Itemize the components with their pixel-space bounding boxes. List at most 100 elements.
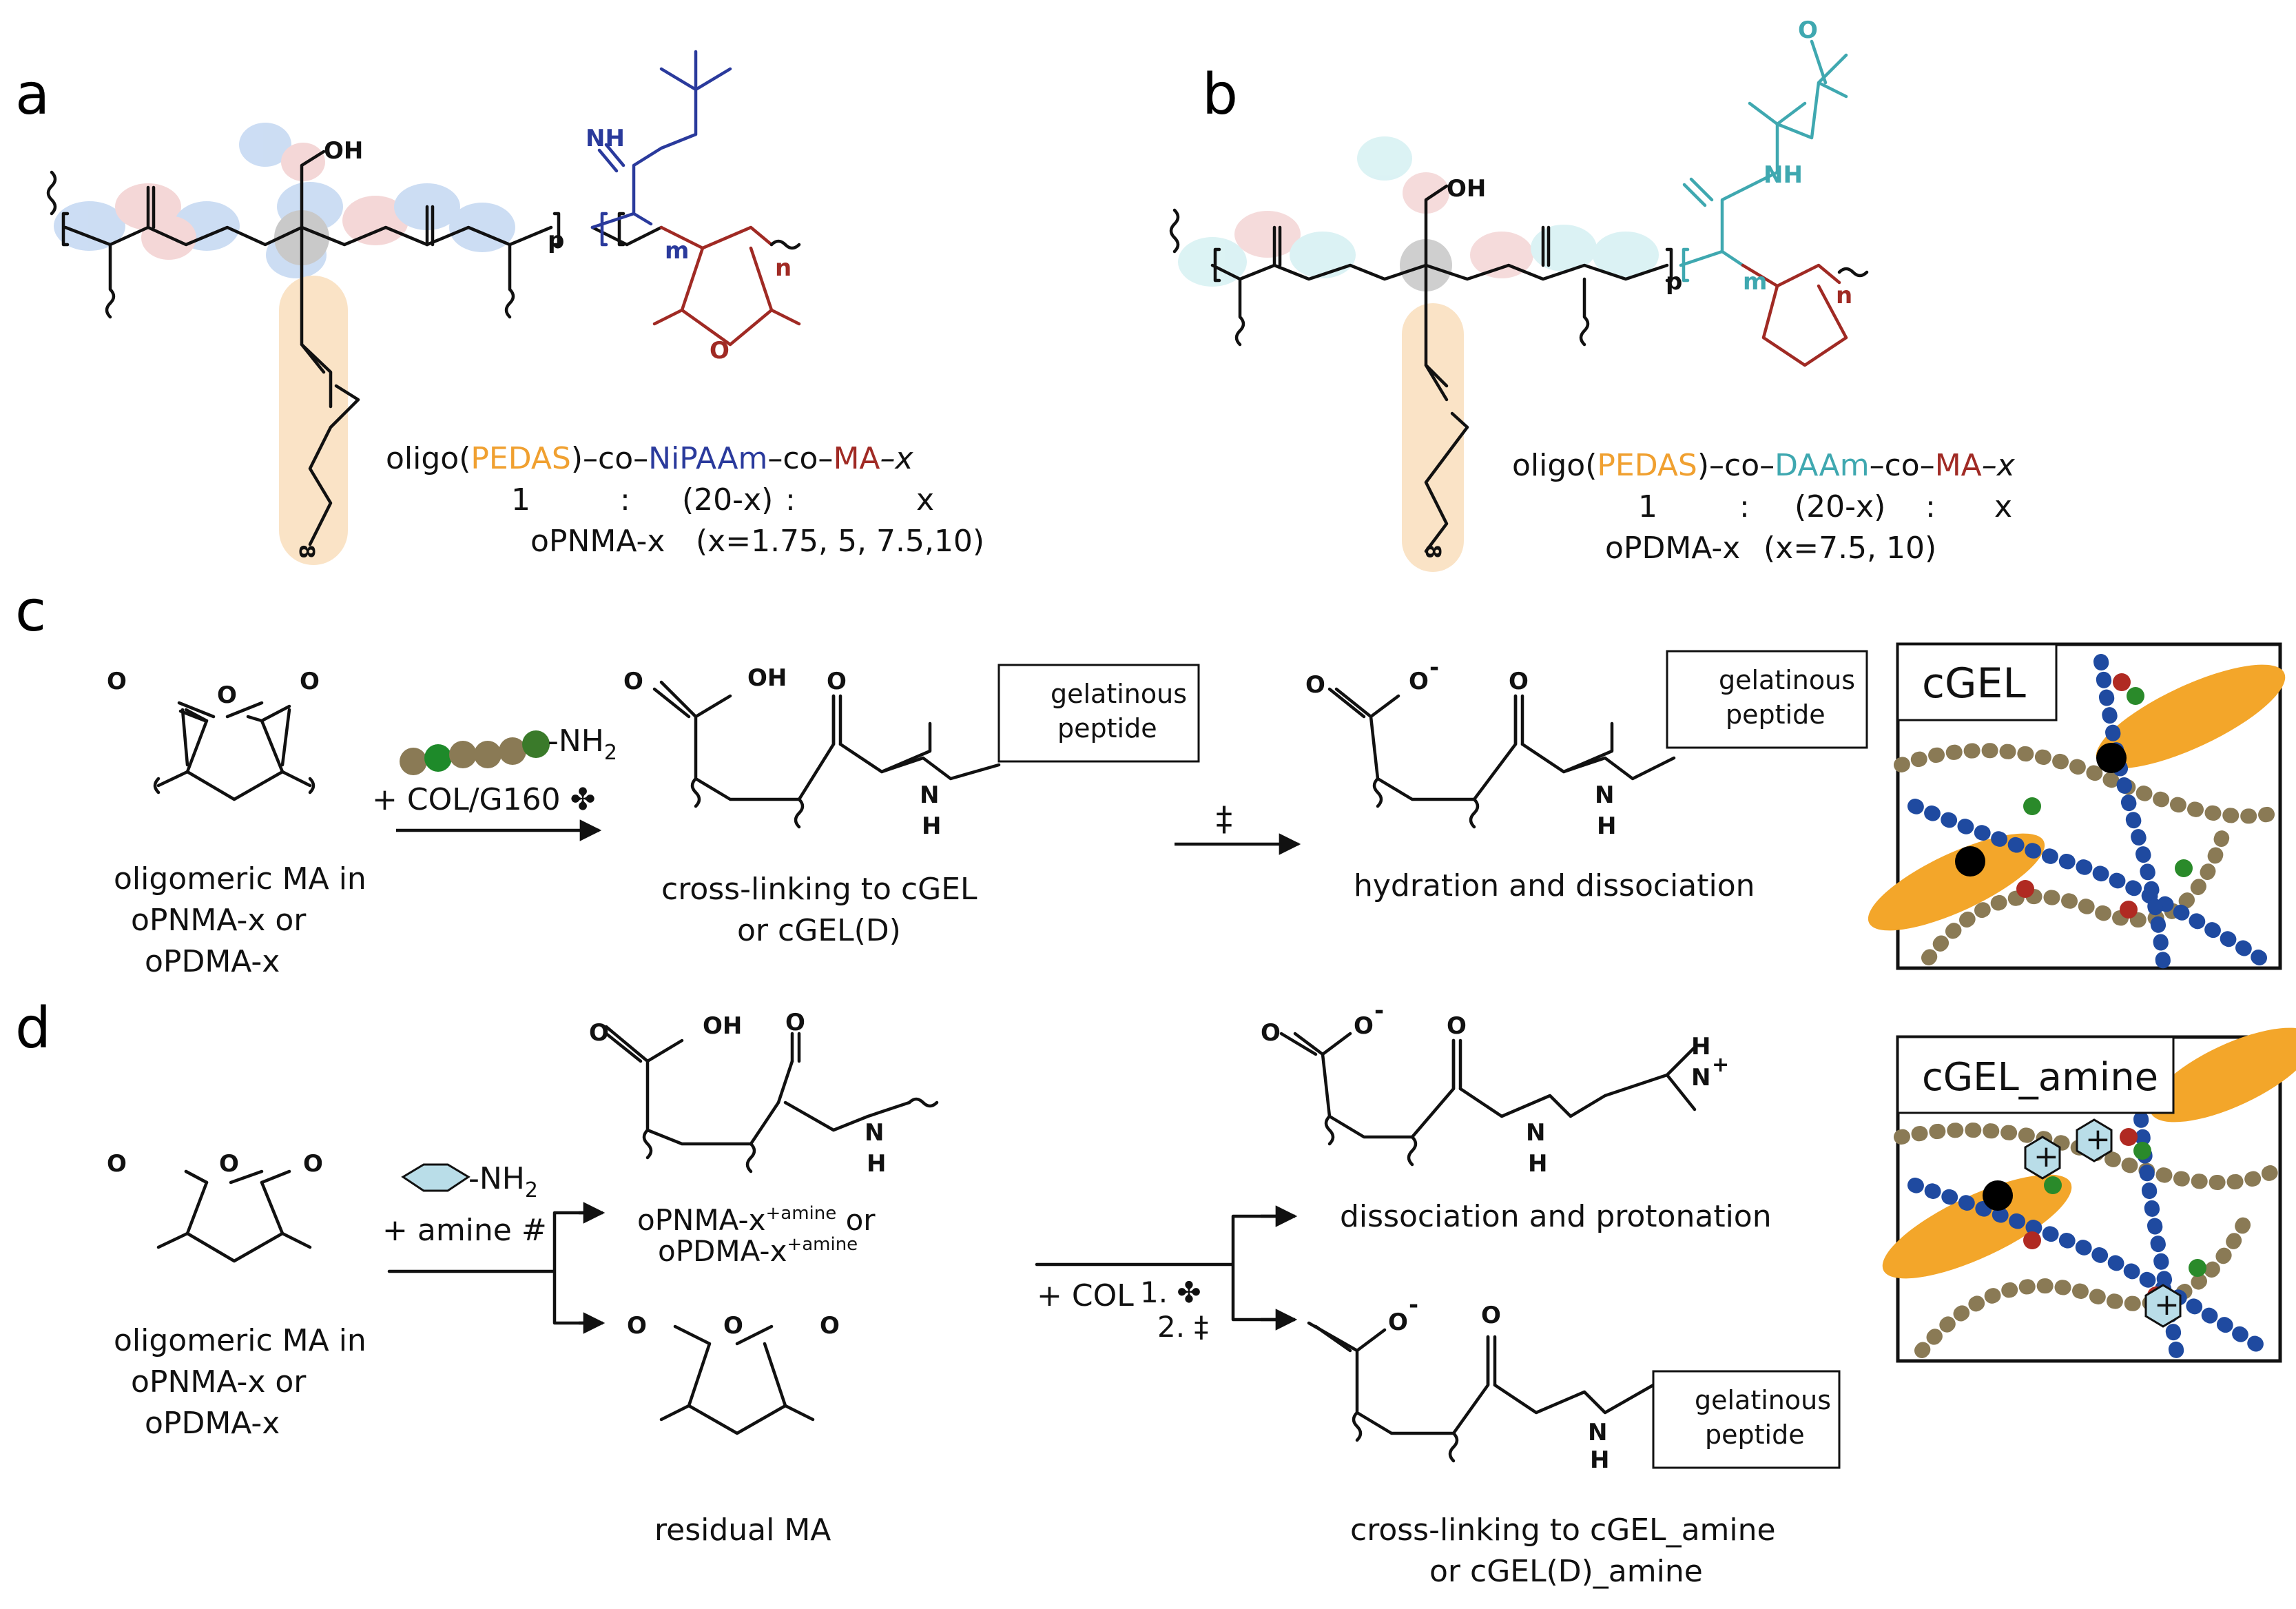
svg-text:x: x (1994, 489, 2012, 524)
svg-text::: : (620, 482, 630, 517)
index-m-b: m (1743, 268, 1767, 296)
values-opnma: (x=1.75, 5, 7.5,10) (696, 524, 984, 559)
atom-nh-b: NH (1764, 161, 1803, 189)
panel-a-blobs (54, 123, 515, 278)
residual-ma-caption: residual MA (654, 1513, 831, 1548)
svg-text:H: H (1597, 812, 1616, 840)
svg-text:O: O (303, 1150, 323, 1178)
index-m: m (665, 237, 689, 265)
panel-label-a: a (15, 62, 50, 127)
pedas-side-chain-highlight (279, 276, 348, 565)
formula-b: oligo(PEDAS)–co–DAAm–co–MA–x (1512, 448, 2016, 483)
product-crosslinked-d: O - O N H (1307, 1291, 1655, 1474)
protonation-caption: dissociation and protonation (1340, 1199, 1772, 1234)
svg-text:+: + (2034, 1139, 2059, 1174)
svg-text:H: H (1590, 1446, 1609, 1474)
panel-label-c: c (15, 579, 46, 644)
svg-text::: : (785, 482, 796, 517)
svg-text:O: O (107, 1150, 127, 1178)
upper-caption2-d: oPDMA-x+amine (658, 1234, 858, 1268)
svg-text:-: - (1409, 1291, 1418, 1319)
arrow-c2-label: ‡ (1216, 800, 1232, 839)
ma-ring-d: O O O (107, 1150, 323, 1263)
index-p: p (548, 227, 564, 254)
index-p-b: p (1666, 268, 1682, 296)
svg-text:gelatinous: gelatinous (1051, 679, 1187, 709)
svg-text:H: H (867, 1150, 886, 1178)
svg-text:O: O (1354, 1012, 1374, 1040)
svg-text:O: O (1509, 668, 1529, 695)
svg-text:O: O (1409, 668, 1429, 695)
svg-text:O: O (623, 668, 643, 695)
svg-text:H: H (1528, 1150, 1547, 1178)
ratio-b: 1 : (20-x) : x (1638, 489, 2012, 524)
svg-text:O: O (589, 1019, 609, 1047)
index-8-b: 8 (1420, 544, 1445, 559)
cgel-amine-cartoon: + + + cGEL_amine (1882, 1027, 2296, 1363)
svg-text:-: - (1429, 654, 1439, 681)
svg-text:N: N (1526, 1119, 1545, 1147)
gelatinous-peptide-box-c2 (1666, 650, 1868, 749)
svg-text:H: H (922, 812, 941, 840)
svg-text:or cGEL(D): or cGEL(D) (737, 913, 901, 948)
svg-text:OH: OH (703, 1012, 742, 1040)
atom-o-ring: O (710, 337, 730, 365)
product1-caption-c: cross-linking to cGEL (661, 872, 978, 907)
svg-text:gelatinous: gelatinous (1695, 1385, 1831, 1415)
svg-text:(20-x): (20-x) (1795, 489, 1885, 524)
svg-text:N: N (1588, 1419, 1607, 1446)
col-step-label: + COL (1037, 1278, 1134, 1313)
svg-text::: : (1739, 489, 1750, 524)
svg-text:oPNMA-x or: oPNMA-x or (131, 1364, 307, 1400)
gelatinous-peptide-box-d (1652, 1370, 1841, 1469)
svg-text:or cGEL(D)_amine: or cGEL(D)_amine (1429, 1554, 1703, 1589)
svg-text:H: H (1691, 1033, 1710, 1060)
svg-text:+: + (2085, 1122, 2111, 1157)
svg-text:N: N (1691, 1064, 1710, 1092)
atom-nh: NH (586, 125, 625, 152)
svg-text:O: O (1388, 1309, 1408, 1336)
svg-text:1: 1 (511, 482, 530, 517)
index-8: 8 (294, 544, 318, 559)
svg-text:OH: OH (747, 664, 787, 692)
reactant-caption-d: oligomeric MA in (114, 1323, 366, 1358)
svg-text:O: O (723, 1312, 743, 1340)
amine-hexagon-icon (401, 1163, 470, 1192)
reagent-nh2-c: -NH2 (548, 724, 617, 765)
name-opnma: oPNMA-x (530, 524, 665, 559)
svg-text:O: O (627, 1312, 647, 1340)
svg-text:O: O (217, 681, 237, 709)
svg-text:O: O (820, 1312, 840, 1340)
ma-ring-c: O O O (107, 668, 320, 801)
svg-text:O: O (1481, 1302, 1501, 1329)
svg-text:O: O (107, 668, 127, 695)
svg-text:-: - (1374, 997, 1384, 1025)
values-opdma: (x=7.5, 10) (1764, 531, 1936, 566)
cgel-amine-label: cGEL_amine (1922, 1055, 2158, 1100)
panel-b: b OH NH O p m (1169, 17, 2016, 572)
svg-text:O: O (1305, 671, 1325, 699)
crosslink-caption-d: cross-linking to cGEL_amine (1350, 1513, 1776, 1548)
svg-text:gelatinous: gelatinous (1719, 665, 1855, 695)
svg-text:1: 1 (1638, 489, 1657, 524)
product-amine-upper: O OH O N H (589, 1009, 939, 1178)
svg-text:O: O (1447, 1012, 1467, 1040)
index-n: n (775, 254, 792, 282)
svg-text::: : (1925, 489, 1936, 524)
svg-text:N: N (920, 781, 939, 809)
svg-text:O: O (785, 1009, 805, 1036)
svg-text:(20-x): (20-x) (682, 482, 773, 517)
svg-text:O: O (1261, 1019, 1281, 1047)
reactant-caption-c: oligomeric MA in (114, 861, 366, 896)
cgel-cartoon: cGEL (1868, 642, 2286, 970)
svg-text:peptide: peptide (1726, 699, 1826, 730)
index-n-b: n (1836, 282, 1852, 309)
reagent-col-g160: + COL/G160 ✤ (372, 782, 595, 817)
panel-a: a (15, 50, 984, 565)
product-dissociated-c2: O O - O N H (1305, 654, 1676, 840)
gelatinous-peptide-box-c1 (997, 664, 1200, 763)
reagent-amine: + amine # (382, 1213, 547, 1248)
panel-b-blobs (1178, 136, 1659, 291)
panel-c: c O O O oligomeric MA in oPNMA-x or oPDM… (15, 579, 2286, 979)
